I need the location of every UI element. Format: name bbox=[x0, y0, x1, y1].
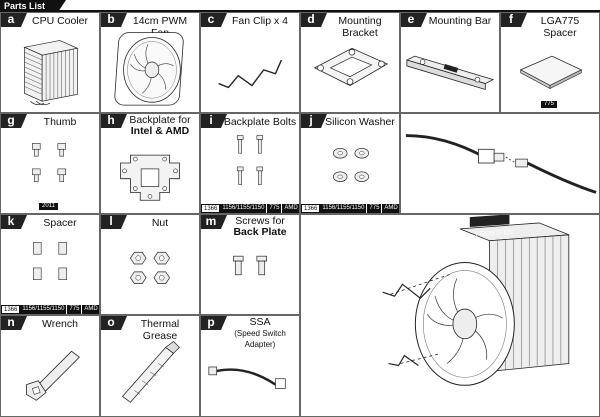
part-letter: o bbox=[101, 316, 127, 330]
part-c-fan-clip: c Fan Clip x 4 bbox=[200, 12, 300, 113]
part-letter: h bbox=[101, 114, 127, 128]
part-d-mounting-bracket: d Mounting Bracket bbox=[300, 12, 400, 113]
part-name: LGA775 Spacer bbox=[540, 15, 580, 39]
socket-tag: 775 bbox=[367, 204, 383, 213]
part-letter: a bbox=[1, 13, 27, 27]
socket-tag: 2011 bbox=[39, 203, 58, 210]
socket-tag: AMD bbox=[82, 305, 99, 314]
syringe-icon bbox=[121, 341, 180, 403]
socket-tag: 775 bbox=[67, 305, 83, 314]
part-name-line1: Screws for bbox=[235, 215, 285, 227]
part-letter: e bbox=[401, 13, 427, 27]
socket-tag: 1366 bbox=[1, 305, 21, 314]
part-f-lga775-spacer: f LGA775 Spacer 775 bbox=[500, 12, 600, 113]
nut-icon bbox=[129, 251, 171, 284]
part-name-line2: Intel & AMD bbox=[130, 125, 190, 137]
fan-cable-icon bbox=[405, 134, 597, 194]
fan-clip-icon bbox=[218, 59, 282, 89]
washer-icon bbox=[332, 147, 369, 182]
part-name-line1: SSA bbox=[249, 316, 271, 328]
part-name: Backplate Bolts bbox=[223, 116, 297, 128]
speed-adapter-icon bbox=[208, 366, 286, 389]
part-letter: m bbox=[201, 215, 227, 229]
part-name: Backplate for Intel & AMD bbox=[123, 115, 197, 137]
part-name-line1: Backplate for bbox=[129, 114, 191, 126]
standoff-icon bbox=[33, 242, 67, 280]
screw-icon bbox=[232, 255, 268, 276]
part-letter: b bbox=[101, 13, 127, 27]
part-n-wrench: n Wrench bbox=[0, 315, 100, 417]
socket-tag: 1366 bbox=[201, 204, 221, 213]
socket-tag: 775 bbox=[541, 101, 558, 108]
part-p-ssa: p SSA (Speed Switch Adapter) bbox=[200, 315, 300, 417]
part-letter: n bbox=[1, 316, 27, 330]
part-l-nut: l Nut bbox=[100, 214, 200, 315]
spacer-pad-icon bbox=[519, 55, 583, 89]
mounting-bracket-icon bbox=[313, 47, 389, 86]
parts-list-title: Parts List bbox=[0, 0, 66, 12]
cable-connection-illustration bbox=[400, 113, 600, 214]
socket-tag: 1156/1155/1150 bbox=[320, 204, 368, 213]
backplate-icon bbox=[120, 154, 180, 201]
socket-tag: 775 bbox=[267, 204, 283, 213]
part-letter: j bbox=[301, 114, 327, 128]
part-letter: d bbox=[301, 13, 327, 27]
part-letter: k bbox=[1, 215, 27, 229]
part-name-line2: (Speed Switch Adapter) bbox=[234, 329, 286, 349]
part-j-silicon-washer: j Silicon Washer 1366 1156/1155/1150 775… bbox=[300, 113, 400, 214]
part-name: Wrench bbox=[42, 318, 78, 330]
wrench-icon bbox=[26, 350, 80, 401]
part-h-backplate: h Backplate for Intel & AMD bbox=[100, 113, 200, 214]
part-name: Fan Clip x 4 bbox=[231, 15, 289, 27]
part-name: Mounting Bracket bbox=[338, 15, 382, 39]
part-name: Silicon Washer bbox=[325, 116, 395, 128]
socket-tag: 1156/1155/1150 bbox=[220, 204, 268, 213]
part-name: Thumb bbox=[43, 116, 77, 128]
part-letter: c bbox=[201, 13, 227, 27]
part-e-mounting-bar: e Mounting Bar bbox=[400, 12, 500, 113]
socket-tag-bar: 1366 1156/1155/1150 775 AMD bbox=[201, 204, 299, 213]
cpu-cooler-icon bbox=[23, 40, 79, 106]
cooler-assembly-icon: FROSTFEN bbox=[382, 215, 570, 386]
part-name: Mounting Bar bbox=[428, 15, 492, 27]
thumb-screw-icon bbox=[32, 143, 66, 182]
part-name: Thermal Grease bbox=[140, 318, 180, 342]
socket-tag: AMD bbox=[382, 204, 399, 213]
bolt-icon bbox=[236, 135, 264, 185]
socket-tag: 1156/1155/1150 bbox=[20, 305, 68, 314]
assembly-illustration: FROSTFEN bbox=[300, 214, 600, 417]
part-name: Screws for Back Plate bbox=[223, 216, 297, 238]
parts-list-header: Parts List bbox=[0, 0, 600, 12]
socket-tag-bar: 1366 1156/1155/1150 775 AMD bbox=[301, 204, 399, 213]
part-a-cpu-cooler: a CPU Cooler bbox=[0, 12, 100, 113]
socket-tag: AMD bbox=[282, 204, 299, 213]
part-letter: p bbox=[201, 316, 227, 330]
mounting-bar-icon bbox=[405, 55, 495, 90]
part-i-backplate-bolts: i Backplate Bolts 1366 1156/1155/1150 77… bbox=[200, 113, 300, 214]
part-name: Spacer bbox=[43, 217, 77, 229]
part-letter: g bbox=[1, 114, 27, 128]
fan-icon bbox=[114, 32, 184, 106]
part-name: Nut bbox=[151, 217, 169, 229]
part-name: SSA (Speed Switch Adapter) bbox=[223, 317, 297, 350]
part-name-line2: Back Plate bbox=[233, 226, 287, 238]
part-b-pwm-fan: b 14cm PWM Fan bbox=[100, 12, 200, 113]
part-m-backplate-screws: m Screws for Back Plate bbox=[200, 214, 300, 315]
socket-tag-bar: 1366 1156/1155/1150 775 AMD bbox=[1, 305, 99, 314]
part-letter: l bbox=[101, 215, 127, 229]
header-rule bbox=[58, 10, 600, 12]
part-name: CPU Cooler bbox=[31, 15, 89, 27]
part-o-thermal-grease: o Thermal Grease bbox=[100, 315, 200, 417]
socket-tag: 1366 bbox=[301, 204, 321, 213]
part-letter: i bbox=[201, 114, 227, 128]
part-letter: f bbox=[501, 13, 527, 27]
part-g-thumb: g Thumb 2011 bbox=[0, 113, 100, 214]
brand-logo: FROSTFEN bbox=[476, 229, 513, 239]
part-k-spacer: k Spacer 1366 1156/1155/1150 775 AMD bbox=[0, 214, 100, 315]
